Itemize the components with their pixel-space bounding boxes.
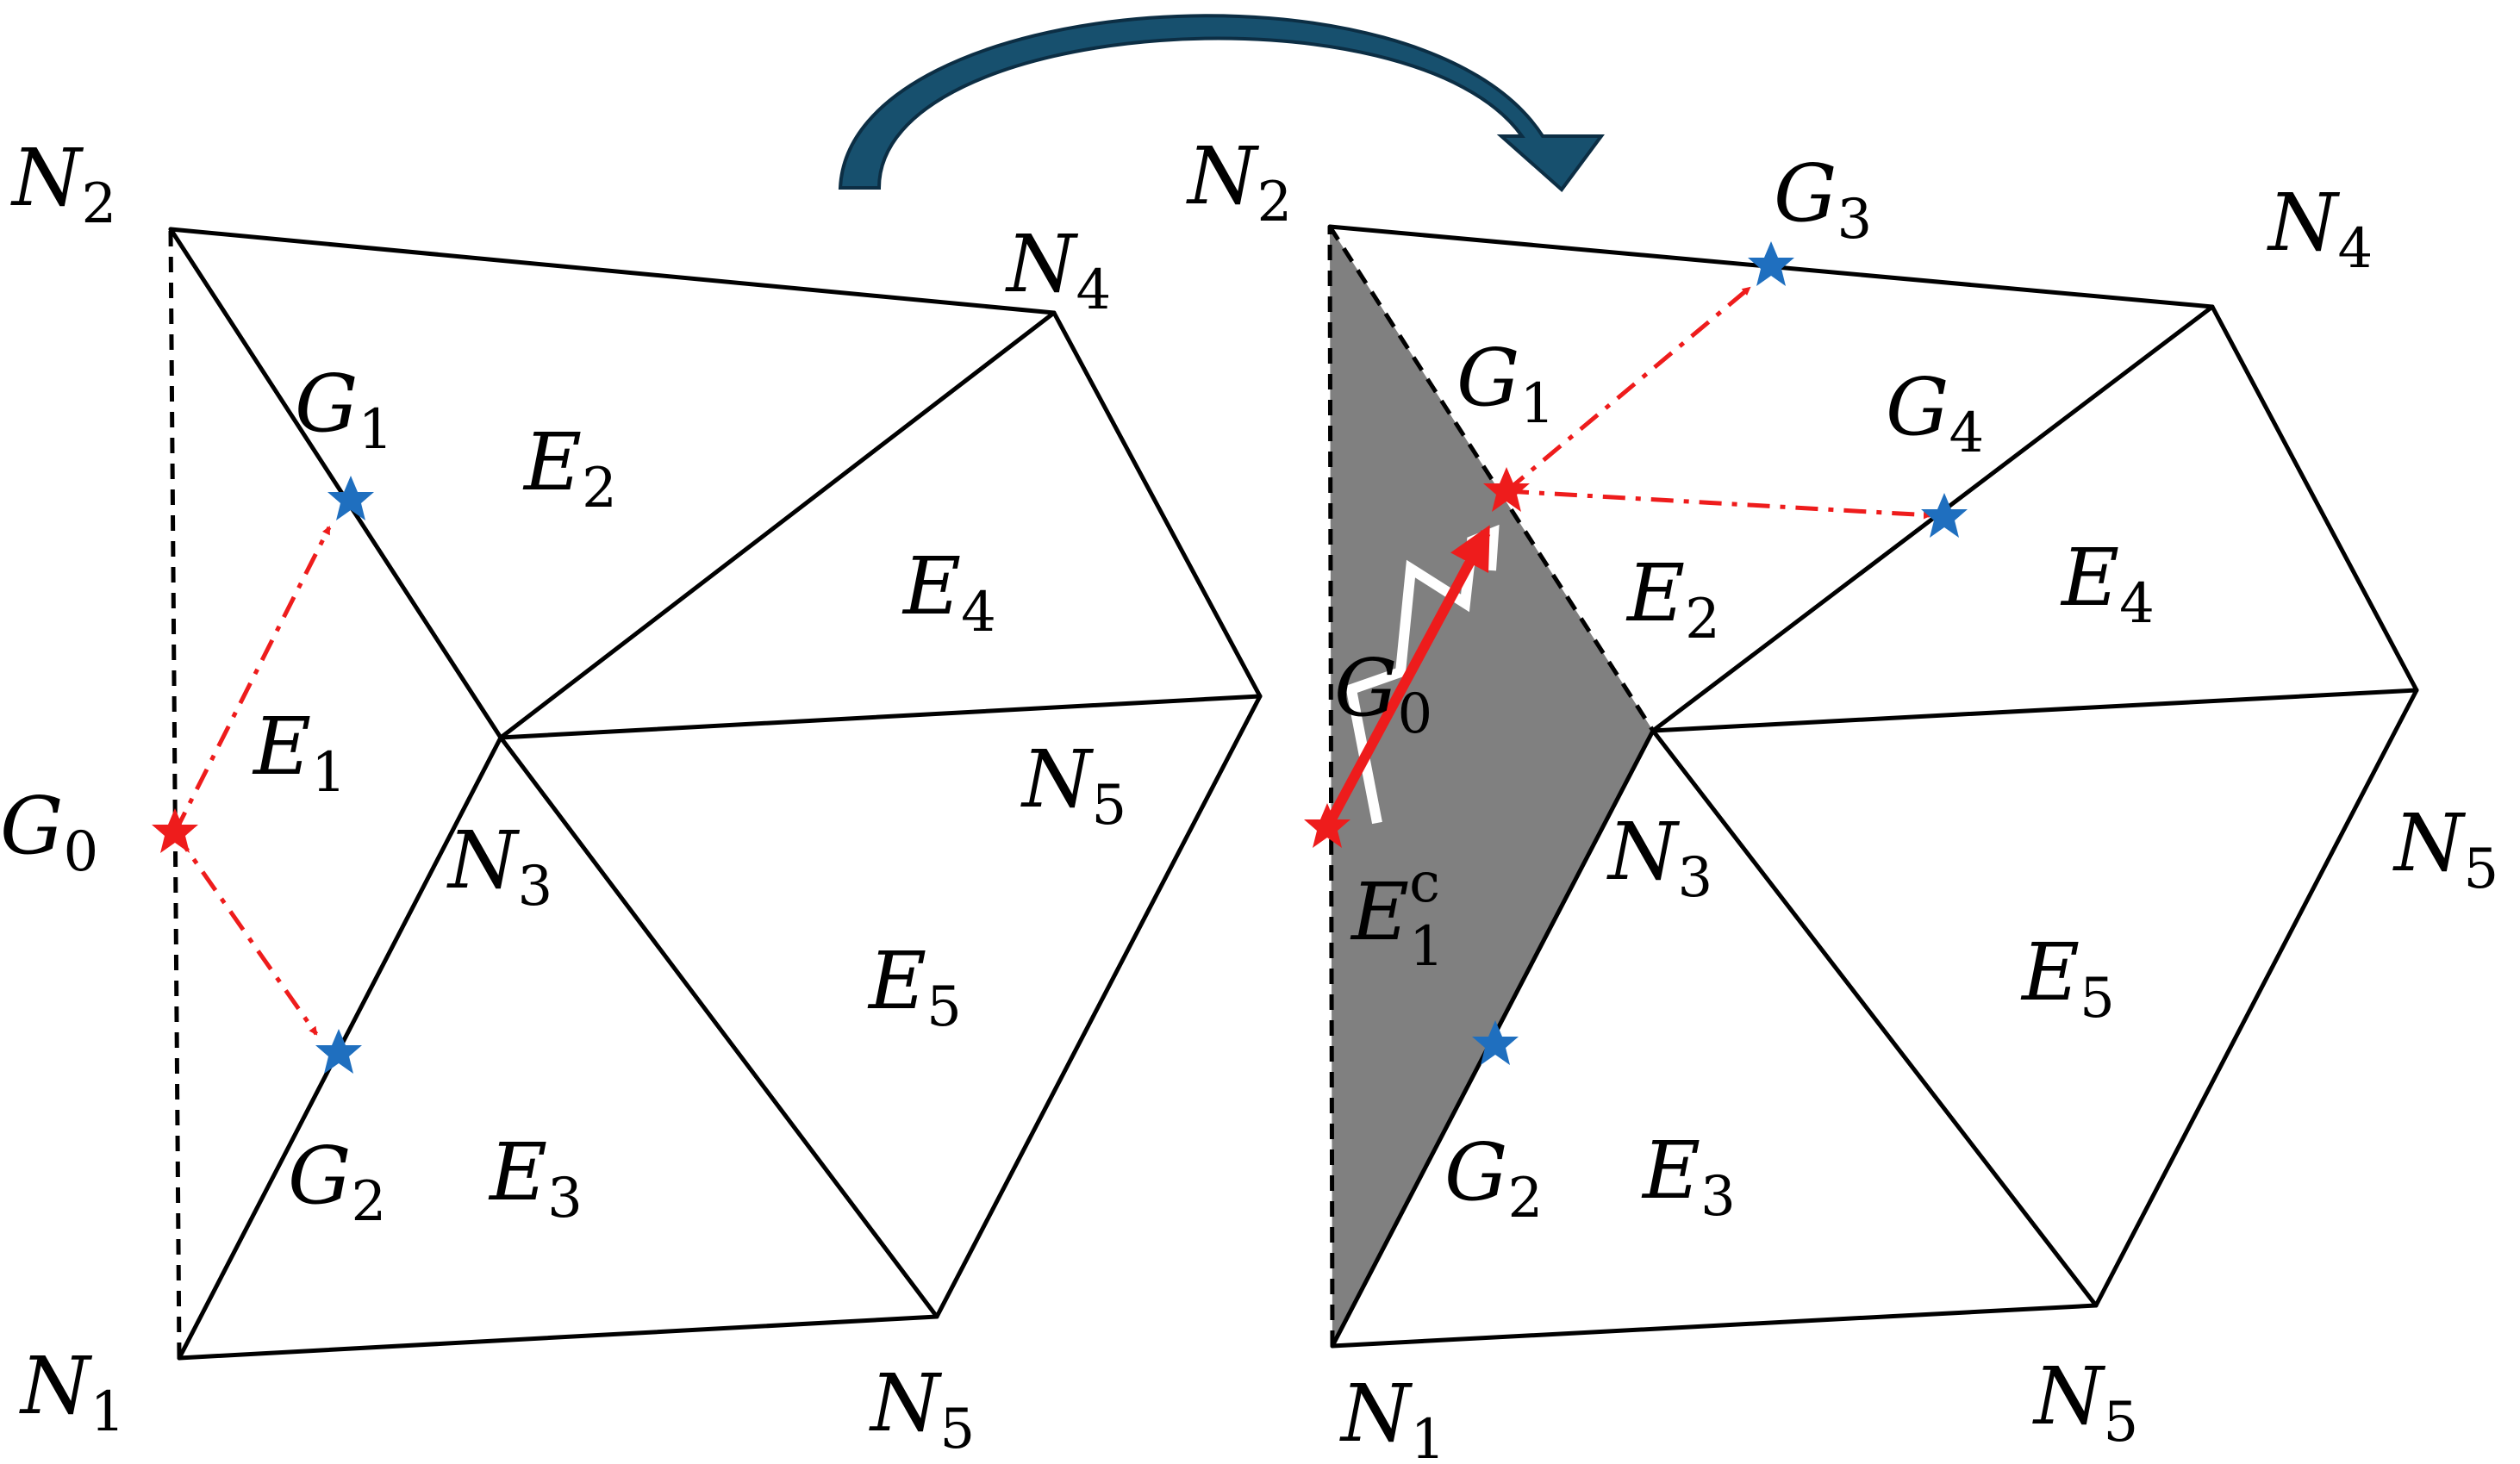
cut-element-e1c	[1330, 227, 1653, 1346]
edge-n1-n5	[1330, 1303, 2099, 1349]
label-n1: N1	[1339, 1367, 1445, 1464]
label-g1: G1	[1456, 332, 1555, 436]
edge-n5-n5	[934, 694, 1263, 1319]
label-n5-upper: N5	[2392, 797, 2498, 901]
move-arrow-g0-g1	[1322, 525, 1491, 830]
edge-n3-n5-upper	[1650, 688, 2419, 733]
star-icon-g2	[315, 1029, 362, 1074]
edge-n1-n5	[177, 1314, 939, 1361]
label-g4: G4	[1886, 361, 1984, 465]
label-e3: E3	[488, 1126, 583, 1230]
star-icon-g3	[1748, 241, 1794, 286]
label-e5: E5	[2020, 926, 2115, 1031]
label-n4: N4	[2267, 177, 2373, 281]
edge-n4-n5	[1051, 310, 1263, 699]
label-g0: G0	[0, 780, 98, 884]
label-n2: N2	[10, 132, 116, 236]
label-g1: G1	[295, 358, 393, 462]
label-n5-lower: N5	[2032, 1350, 2138, 1455]
label-e1: E1	[252, 701, 346, 805]
edge-n1-n2-dashed	[168, 228, 182, 1359]
edge-n1-n2-dashed	[1327, 226, 1335, 1347]
white-outline-path	[1345, 524, 1500, 825]
label-e2: E2	[522, 416, 617, 520]
label-n3: N3	[1606, 806, 1712, 910]
edge-n3-n5-upper	[498, 694, 1263, 740]
label-e5: E5	[867, 935, 962, 1039]
search-path-g1-g4	[1506, 489, 1932, 520]
label-g2: G2	[1444, 1126, 1543, 1230]
search-path-g1-g3	[1505, 286, 1751, 493]
label-e4: E4	[901, 540, 996, 645]
left-panel: N2 N4 G1 E2 E4 E1 G0 N5 N3 E5 G2 E3 N1 N…	[0, 132, 1263, 1461]
edge-n2-n4	[168, 227, 1057, 315]
edge-n4-n5	[2210, 304, 2419, 693]
label-n5-lower: N5	[869, 1357, 975, 1461]
label-g0: G0	[1334, 642, 1432, 746]
label-e2: E2	[1625, 547, 1720, 651]
edge-n2-n3-dashed	[1327, 225, 1656, 732]
label-n2: N2	[1186, 130, 1292, 234]
edge-n2-n3	[168, 227, 503, 740]
search-path-g0-g1	[172, 526, 332, 834]
edge-n5-n5	[2093, 688, 2419, 1308]
label-n3: N3	[446, 814, 552, 919]
star-icon-g0	[152, 808, 198, 853]
label-e3: E3	[1641, 1124, 1736, 1229]
label-n5-upper: N5	[1020, 733, 1126, 838]
label-e4: E4	[2060, 532, 2155, 636]
edge-n3-n4	[498, 310, 1057, 740]
search-path-g0-g2	[172, 831, 319, 1036]
curved-arrow-icon	[838, 14, 1605, 192]
left-mesh-edges	[168, 227, 1263, 1361]
edge-n3-n5-lower	[498, 735, 939, 1319]
edge-n3-n5-lower	[1650, 728, 2099, 1308]
label-g2: G2	[288, 1130, 386, 1234]
right-mesh-edges	[1327, 224, 2419, 1349]
label-g3: G3	[1774, 147, 1872, 252]
label-n1: N1	[19, 1340, 125, 1444]
label-n4: N4	[1005, 218, 1111, 322]
